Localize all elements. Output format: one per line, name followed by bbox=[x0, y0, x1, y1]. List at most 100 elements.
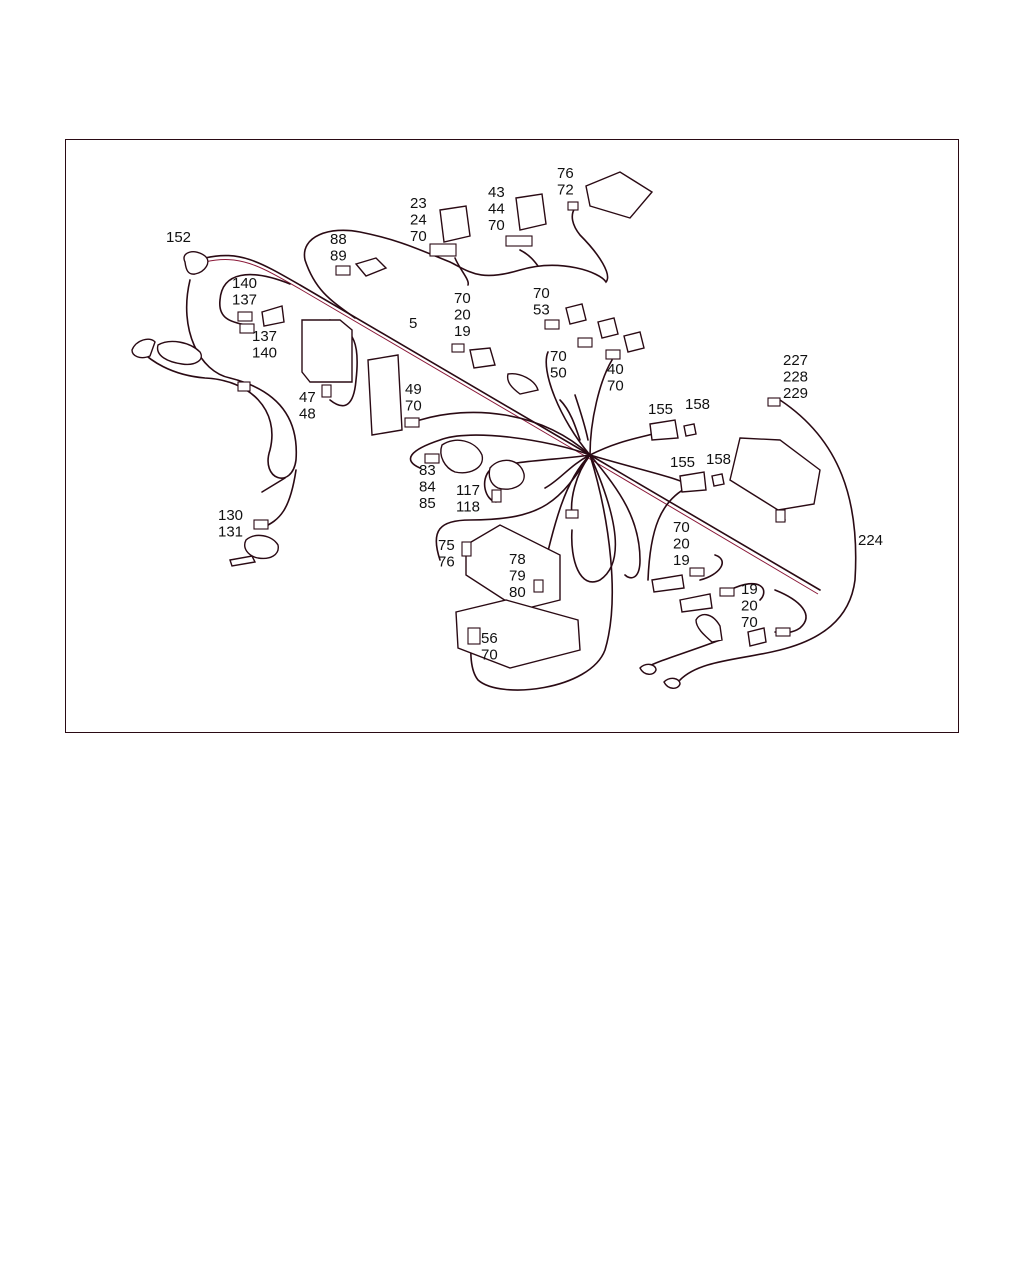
wire-pin-b bbox=[574, 394, 589, 441]
callout-line: 19 bbox=[454, 323, 471, 340]
components bbox=[131, 171, 821, 689]
callout-line: 229 bbox=[783, 385, 808, 402]
wire-83 bbox=[409, 434, 591, 469]
connector-5 bbox=[506, 373, 539, 395]
callout-line: 70 bbox=[550, 348, 567, 365]
tag-40 bbox=[605, 349, 621, 360]
switch-40 bbox=[623, 331, 645, 353]
callout-line: 155 bbox=[670, 454, 695, 471]
diagram-frame bbox=[65, 139, 959, 733]
wire-140 bbox=[219, 273, 291, 326]
wire-130 bbox=[261, 469, 297, 529]
tag-224 bbox=[775, 509, 786, 523]
wire-75 bbox=[435, 454, 591, 561]
horn-117 bbox=[488, 459, 525, 490]
callout-155-lower: 155 bbox=[670, 454, 695, 471]
callout-5: 5 bbox=[409, 315, 417, 332]
terminal-a bbox=[639, 663, 657, 675]
callout-line: 88 bbox=[330, 231, 347, 248]
wire-224 bbox=[679, 399, 857, 681]
part-19-20-70-b bbox=[695, 613, 723, 643]
callout-line: 20 bbox=[673, 536, 690, 553]
callout-line: 158 bbox=[706, 451, 731, 468]
radio-box-56 bbox=[455, 599, 581, 669]
switch-50 bbox=[597, 317, 619, 339]
callout-line: 70 bbox=[673, 519, 690, 536]
tag-50 bbox=[577, 337, 593, 348]
callout-line: 70 bbox=[607, 378, 624, 395]
callout-line: 158 bbox=[685, 396, 710, 413]
callout-line: 53 bbox=[533, 302, 550, 319]
connector-155a bbox=[649, 419, 679, 441]
callout-155-upper: 155 bbox=[648, 401, 673, 418]
callout-158-upper: 158 bbox=[685, 396, 710, 413]
callout-line: 152 bbox=[166, 229, 191, 246]
wire-bottom-right bbox=[644, 639, 721, 669]
relay-88 bbox=[354, 257, 388, 277]
callout-line: 130 bbox=[218, 507, 243, 524]
callout-158-lower: 158 bbox=[706, 451, 731, 468]
wire-center-loop bbox=[570, 454, 617, 583]
callout-line: 40 bbox=[607, 361, 624, 378]
wire-49 bbox=[419, 411, 591, 456]
tag-19 bbox=[719, 587, 735, 597]
callout-line: 131 bbox=[218, 524, 243, 541]
part-70-20-19 bbox=[651, 574, 685, 593]
wire-19-branch bbox=[729, 582, 765, 601]
control-unit-76 bbox=[585, 171, 654, 219]
callout-line: 70 bbox=[454, 290, 471, 307]
tag-19b bbox=[775, 627, 791, 637]
wire-19-20-70 bbox=[774, 589, 807, 634]
wire-branch-130 bbox=[261, 477, 286, 493]
wire-70-20-19 bbox=[589, 454, 641, 579]
wire-center-down bbox=[570, 454, 591, 516]
module-47-48 bbox=[301, 319, 353, 383]
relay-43 bbox=[515, 193, 547, 231]
lamp-left-socket bbox=[131, 338, 156, 359]
callout-line: 227 bbox=[783, 352, 808, 369]
callout-line: 76 bbox=[557, 165, 574, 182]
callout-line: 155 bbox=[648, 401, 673, 418]
callout-224: 224 bbox=[858, 532, 883, 549]
callout-line: 140 bbox=[232, 275, 257, 292]
part-19-20-70-a bbox=[679, 593, 713, 613]
callout-line: 75 bbox=[438, 537, 455, 554]
callout-line: 47 bbox=[299, 389, 316, 406]
callout-line: 19 bbox=[741, 581, 758, 598]
plug-137 bbox=[261, 305, 285, 327]
callout-line: 137 bbox=[252, 328, 277, 345]
tag-5 bbox=[451, 343, 465, 353]
part-130 bbox=[244, 534, 279, 560]
tag-83 bbox=[424, 453, 440, 464]
main-trunk-wire-shadow bbox=[204, 259, 819, 595]
callout-line: 44 bbox=[488, 201, 505, 218]
tag-49 bbox=[404, 417, 420, 428]
wire-43 bbox=[519, 249, 539, 267]
tag-56 bbox=[467, 627, 481, 645]
lamp-left bbox=[156, 340, 202, 366]
part-19-20-70-c bbox=[747, 627, 767, 647]
callout-line: 5 bbox=[409, 315, 417, 332]
callout-line: 70 bbox=[410, 228, 427, 245]
tag-center bbox=[565, 509, 579, 519]
tag-140 bbox=[237, 311, 253, 322]
wire-117b bbox=[544, 454, 591, 489]
tag-75 bbox=[461, 541, 472, 557]
wire-40 bbox=[589, 359, 613, 456]
callout-line: 50 bbox=[550, 365, 567, 382]
connector-155b bbox=[679, 471, 707, 493]
bulb-158a bbox=[683, 423, 697, 437]
callout-line: 137 bbox=[232, 292, 257, 309]
wire-56 bbox=[470, 454, 614, 691]
